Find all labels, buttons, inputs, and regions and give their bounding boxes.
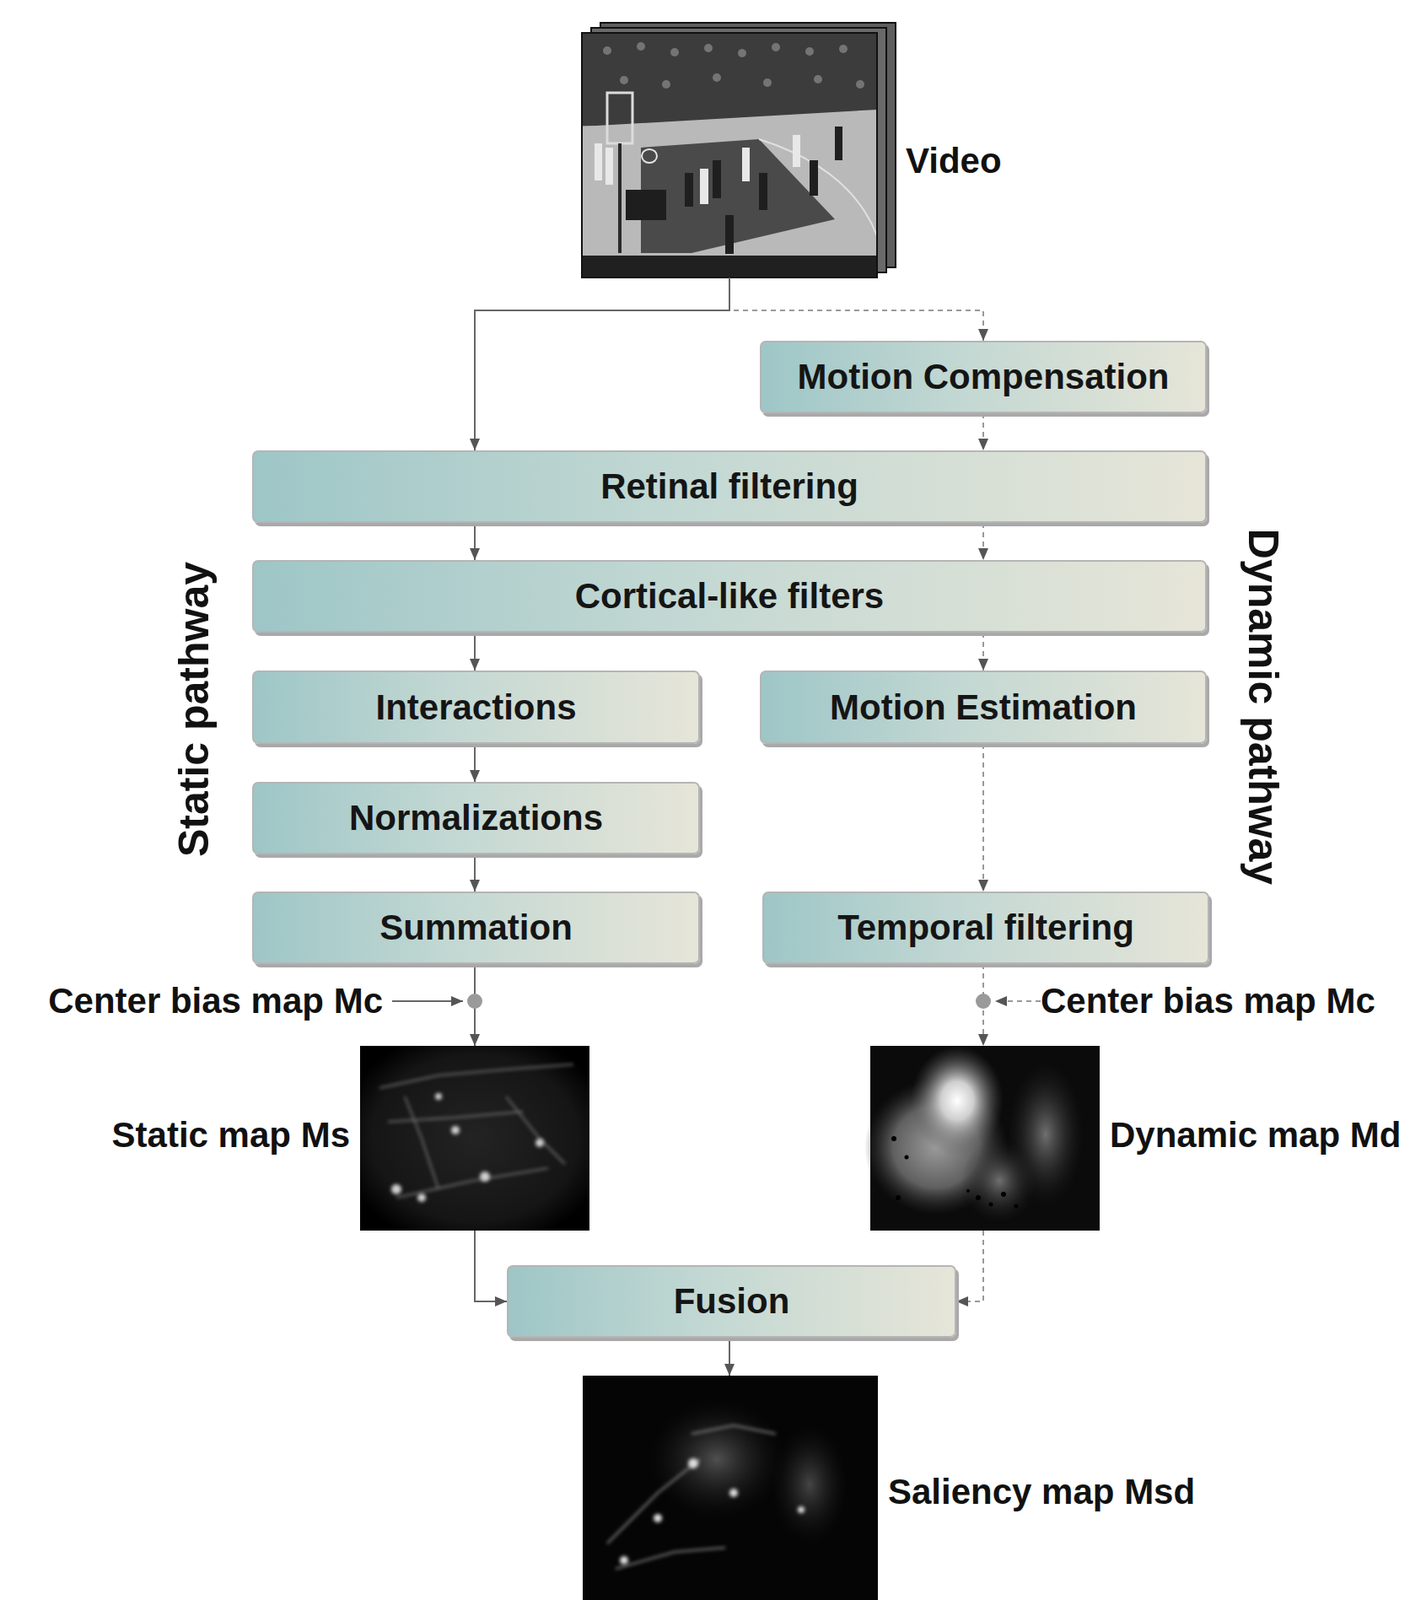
- process-box: Motion Estimation: [759, 670, 1207, 744]
- dashed-connector: [982, 413, 985, 451]
- video-frames: [581, 22, 896, 278]
- static-map-image: [360, 1045, 590, 1231]
- box-label: Cortical-like filters: [575, 575, 884, 617]
- process-box: Interactions: [252, 670, 700, 744]
- process-box: Temporal filtering: [762, 891, 1210, 964]
- box-label: Retinal filtering: [600, 466, 859, 507]
- dashed-connector: [982, 632, 985, 671]
- pathway-label: Static pathway: [169, 561, 219, 857]
- connector: [473, 632, 476, 671]
- image-node: Dynamic map Md: [870, 1045, 1100, 1231]
- process-box: Summation: [252, 891, 700, 964]
- box-label: Summation: [379, 907, 573, 948]
- box-label: Normalizations: [349, 797, 603, 839]
- box-label: Interactions: [375, 687, 576, 728]
- center-bias-label: Center bias map Mc: [1040, 980, 1376, 1022]
- pathway-label: Dynamic pathway: [1238, 528, 1288, 885]
- connector: [728, 1337, 731, 1376]
- video-frame-front: [581, 32, 878, 278]
- process-box: Fusion: [506, 1264, 957, 1338]
- box-label: Fusion: [673, 1280, 791, 1322]
- junction-dot: [975, 993, 991, 1009]
- dashed-connector: [982, 522, 985, 560]
- image-caption: Saliency map Msd: [887, 1471, 1195, 1513]
- image-node: Saliency map Msd: [582, 1375, 878, 1600]
- image-node: Video: [581, 22, 896, 278]
- center-bias-label: Center bias map Mc: [48, 980, 383, 1022]
- process-box: Cortical-like filters: [252, 559, 1207, 633]
- connector: [473, 522, 476, 560]
- dashed-connector: [956, 1230, 984, 1302]
- image-caption: Dynamic map Md: [1109, 1114, 1401, 1156]
- box-label: Motion Compensation: [797, 356, 1170, 398]
- connector: [474, 277, 730, 451]
- box-label: Temporal filtering: [837, 907, 1135, 948]
- center-bias-arrow: [392, 1000, 463, 1002]
- center-bias-arrow: [995, 1000, 1041, 1002]
- dashed-connector: [729, 277, 984, 341]
- dynamic-map-image: [864, 1045, 1100, 1231]
- image-node: Static map Ms: [360, 1045, 590, 1231]
- connector: [474, 1230, 507, 1302]
- saliency-map-image: [582, 1375, 878, 1600]
- connector: [473, 854, 476, 892]
- dashed-connector: [982, 743, 985, 892]
- connector: [473, 743, 476, 782]
- process-box: Motion Compensation: [759, 340, 1207, 414]
- box-label: Motion Estimation: [829, 687, 1137, 728]
- image-caption: Static map Ms: [112, 1114, 350, 1156]
- process-box: Normalizations: [252, 781, 700, 855]
- image-caption: Video: [905, 140, 1002, 182]
- process-box: Retinal filtering: [252, 450, 1207, 523]
- junction-dot: [467, 993, 483, 1009]
